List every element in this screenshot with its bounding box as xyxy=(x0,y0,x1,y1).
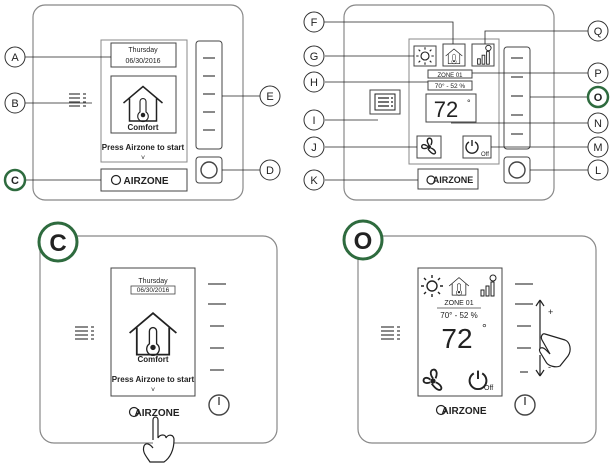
standby-day: Thursday xyxy=(128,47,158,54)
setpoint-degree-2: ° xyxy=(482,321,487,335)
svg-text:J: J xyxy=(311,142,317,154)
callout-f: F xyxy=(303,11,325,33)
standby-prompt: Press Airzone to start xyxy=(102,143,185,152)
slider-panel[interactable] xyxy=(195,40,223,150)
svg-text:M: M xyxy=(593,142,602,154)
power-button-right[interactable] xyxy=(503,156,531,184)
callout-k: K xyxy=(303,169,325,191)
conditions-label-2: 70° - 52 % xyxy=(440,311,477,320)
callout-p: P xyxy=(587,62,609,84)
svg-text:G: G xyxy=(310,51,319,63)
plus-sign: + xyxy=(548,307,553,317)
thermostat-top-left: Thursday 06/30/2016 Comfort Press Airzon… xyxy=(24,4,270,201)
svg-text:I: I xyxy=(312,115,315,127)
callout-i: I xyxy=(303,109,325,131)
standby-arrow-2: ˅ xyxy=(151,387,155,394)
callout-l: L xyxy=(587,159,609,181)
svg-text:K: K xyxy=(310,175,318,187)
thermostat-top-right: ZONE 01 70° - 52 % 72 ° Off AIRZONE xyxy=(323,4,591,201)
callout-m: M xyxy=(587,136,609,158)
svg-text:O: O xyxy=(594,92,603,104)
svg-text:O: O xyxy=(354,228,373,255)
svg-text:L: L xyxy=(595,165,601,177)
callout-j: J xyxy=(303,136,325,158)
svg-text:N: N xyxy=(594,118,602,130)
hand-press-icon xyxy=(142,416,175,463)
thermostat-bottom-left: Thursday 06/30/2016 Comfort Press Airzon… xyxy=(39,235,278,463)
standby-mode-2: Comfort xyxy=(137,355,168,364)
minus-sign: - xyxy=(548,362,551,372)
brand-label-3: AIRZONE xyxy=(442,406,487,417)
power-button[interactable] xyxy=(195,156,223,184)
svg-text:Q: Q xyxy=(594,26,603,38)
callout-q: Q xyxy=(587,20,609,42)
svg-text:H: H xyxy=(310,77,318,89)
callout-g: G xyxy=(303,45,325,67)
svg-text:C: C xyxy=(49,230,66,257)
zone-label: ZONE 01 xyxy=(437,73,463,79)
svg-text:A: A xyxy=(11,52,19,64)
standby-date: 06/30/2016 xyxy=(125,58,160,65)
standby-arrow: ˅ xyxy=(141,155,145,162)
standby-mode: Comfort xyxy=(127,123,158,132)
callout-a: A xyxy=(4,46,26,68)
svg-text:B: B xyxy=(11,98,18,110)
standby-prompt-2: Press Airzone to start xyxy=(112,375,195,384)
setpoint-value-2: 72 xyxy=(441,323,472,354)
callout-c: C xyxy=(3,168,27,192)
callout-b: B xyxy=(4,92,26,114)
svg-text:P: P xyxy=(594,68,601,80)
brand-label-2: AIRZONE xyxy=(135,408,180,419)
callout-o-large: O xyxy=(342,219,384,261)
standby-day-2: Thursday xyxy=(138,278,168,285)
thermostat-bottom-right: ZONE 01 70° - 52 % 72 ° Off AIRZONE + - xyxy=(357,235,597,444)
svg-text:D: D xyxy=(266,165,274,177)
grille-icon xyxy=(69,93,86,107)
callout-o: O xyxy=(586,85,610,109)
callout-h: H xyxy=(303,71,325,93)
callout-d: D xyxy=(259,159,281,181)
conditions-label: 70° - 52 % xyxy=(435,82,466,90)
svg-text:E: E xyxy=(266,91,273,103)
svg-text:F: F xyxy=(311,17,318,29)
off-label-2: Off xyxy=(484,385,493,392)
slider-panel-right[interactable] xyxy=(503,46,531,150)
standby-date-2: 06/30/2016 xyxy=(137,287,170,294)
callout-e: E xyxy=(259,85,281,107)
brand-label-right: AIRZONE xyxy=(433,175,474,185)
callout-c-large: C xyxy=(37,221,79,263)
brand-label: AIRZONE xyxy=(124,176,169,187)
svg-text:C: C xyxy=(11,175,19,187)
setpoint-value: 72 xyxy=(434,97,458,122)
zone-label-2: ZONE 01 xyxy=(444,300,473,307)
off-label: Off xyxy=(481,152,489,158)
callout-n: N xyxy=(587,112,609,134)
setpoint-degree: ° xyxy=(467,98,471,108)
hand-swipe-icon xyxy=(538,333,571,368)
